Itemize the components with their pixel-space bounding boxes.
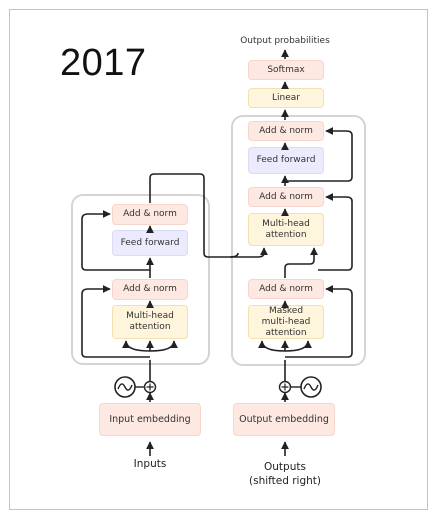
diagram-frame <box>9 9 428 510</box>
output-probabilities-label: Output probabilities <box>240 36 330 46</box>
decoder-add-norm-top: Add & norm <box>248 121 324 141</box>
encoder-positional-encoding-icon <box>114 376 136 398</box>
encoder-block <box>71 194 210 365</box>
decoder-add-norm-mid: Add & norm <box>248 187 324 207</box>
inputs-label: Inputs <box>133 458 167 470</box>
decoder-feed-forward: Feed forward <box>248 147 324 174</box>
encoder-add-norm-bottom: Add & norm <box>112 279 188 300</box>
decoder-add-norm-bottom: Add & norm <box>248 279 324 299</box>
decoder-positional-encoding-icon <box>300 376 322 398</box>
decoder-block <box>231 115 366 366</box>
year-label: 2017 <box>60 42 147 84</box>
decoder-add-icon <box>278 380 292 394</box>
encoder-add-norm-top: Add & norm <box>112 204 188 225</box>
outputs-label-line2: (shifted right) <box>249 475 321 487</box>
encoder-add-icon <box>143 380 157 394</box>
decoder-masked-attention: Masked multi-head attention <box>248 305 324 339</box>
input-embedding: Input embedding <box>99 403 201 436</box>
output-embedding: Output embedding <box>233 403 335 436</box>
outputs-label-line1: Outputs <box>264 461 306 473</box>
decoder-softmax: Softmax <box>248 60 324 80</box>
